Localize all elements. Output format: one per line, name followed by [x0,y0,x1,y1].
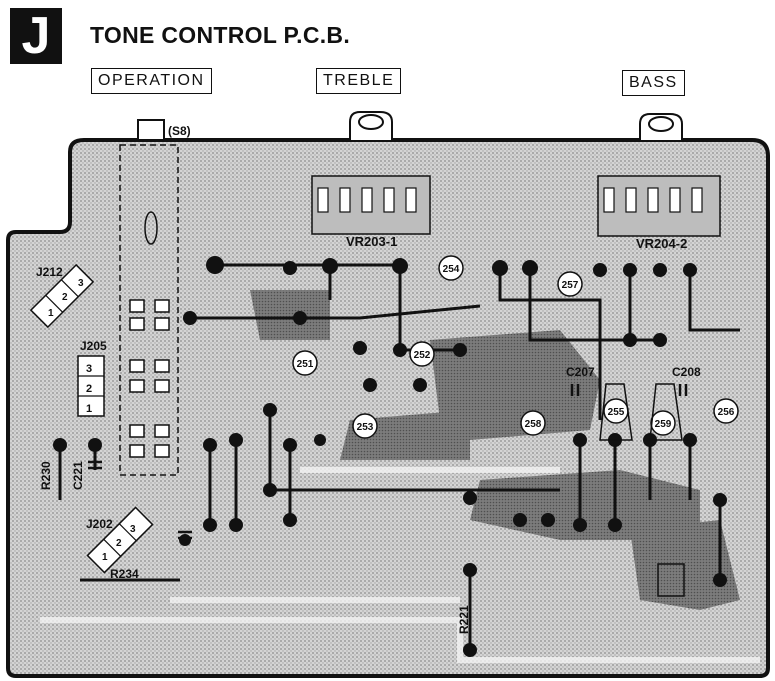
section-letter-badge: J [10,8,62,64]
svg-text:255: 255 [608,407,625,418]
svg-text:1: 1 [48,308,54,319]
svg-text:254: 254 [443,264,460,275]
svg-text:1: 1 [86,403,92,415]
svg-text:3: 3 [78,278,84,289]
treble-label: TREBLE [316,68,402,94]
diagram-title: TONE CONTROL P.C.B. [90,22,351,48]
j202-connector [86,506,154,574]
svg-text:257: 257 [562,280,579,291]
svg-text:1: 1 [102,552,108,563]
svg-text:256: 256 [718,407,735,418]
j212-label: J212 [36,265,63,279]
j205-label: J205 [80,339,107,353]
svg-text:252: 252 [414,350,431,361]
r234-label: R234 [110,567,139,581]
test-point-256 [713,398,739,424]
vr-treble-label: VR203-1 [346,234,397,249]
test-point-259 [650,410,676,436]
svg-text:2: 2 [62,292,68,303]
test-point-258 [520,410,546,436]
svg-text:2: 2 [116,538,122,549]
c208-label: C208 [672,365,701,379]
switch-tab [137,119,165,141]
svg-text:2: 2 [86,383,92,395]
svg-text:259: 259 [655,419,672,430]
r230-label: R230 [39,461,53,490]
vr-bass-label: VR204-2 [636,236,687,251]
bass-label: BASS [622,70,685,96]
svg-text:258: 258 [525,419,542,430]
test-point-252 [409,341,435,367]
c207-label: C207 [566,365,595,379]
j202-label: J202 [86,517,113,531]
switch-ref-label: (S8) [168,124,191,138]
operation-label: OPERATION [91,68,212,94]
test-point-254 [438,255,464,281]
svg-text:253: 253 [357,422,374,433]
test-point-253 [352,413,378,439]
svg-text:3: 3 [130,524,136,535]
solder-pads [53,256,727,657]
r221-label: R221 [457,605,471,634]
c221-label: C221 [71,461,85,490]
svg-text:251: 251 [297,359,314,370]
test-point-251 [292,350,318,376]
test-point-257 [557,271,583,297]
svg-text:3: 3 [86,363,92,375]
board-outline [6,138,770,678]
j212-connector [29,263,95,329]
